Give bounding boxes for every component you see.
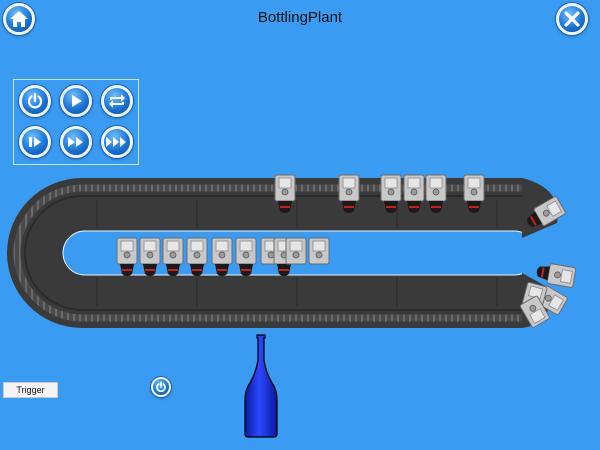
trigger-button[interactable]: Trigger: [3, 382, 58, 398]
carrier: [403, 174, 425, 214]
fastest-forward-button[interactable]: [101, 126, 133, 158]
page-title: BottlingPlant: [257, 9, 343, 26]
carrier: [211, 237, 233, 277]
repeat-button[interactable]: [101, 85, 133, 117]
control-panel: [13, 79, 139, 165]
carrier-row-top: [274, 174, 485, 214]
play-button[interactable]: [60, 85, 92, 117]
power-button[interactable]: [19, 85, 51, 117]
carrier: [162, 237, 184, 277]
power-icon: [27, 92, 43, 109]
carrier-curve: [519, 195, 577, 329]
carrier: [522, 195, 567, 233]
bottle-icon: [244, 334, 278, 438]
carrier: [338, 174, 360, 214]
carrier: [308, 237, 330, 265]
carrier: [139, 237, 161, 277]
carrier: [534, 260, 577, 289]
carrier: [235, 237, 257, 277]
fast-forward-button[interactable]: [60, 126, 92, 158]
fastest-forward-icon: [106, 137, 126, 147]
carrier: [425, 174, 447, 214]
carrier: [116, 237, 138, 277]
close-button[interactable]: [556, 3, 588, 35]
close-icon: [564, 11, 580, 27]
home-button[interactable]: [3, 3, 35, 35]
carrier: [285, 237, 307, 265]
step-button[interactable]: [19, 126, 51, 158]
play-icon: [72, 95, 82, 107]
home-icon: [10, 11, 28, 27]
carrier: [463, 174, 485, 214]
carrier-row-bottom: [116, 237, 330, 277]
step-icon: [29, 137, 41, 147]
carrier: [380, 174, 402, 214]
repeat-icon: [109, 94, 125, 108]
carrier: [186, 237, 208, 277]
power-icon: [156, 381, 166, 392]
trigger-power-button[interactable]: [151, 377, 171, 397]
fast-forward-icon: [68, 137, 83, 147]
carrier: [274, 174, 296, 214]
